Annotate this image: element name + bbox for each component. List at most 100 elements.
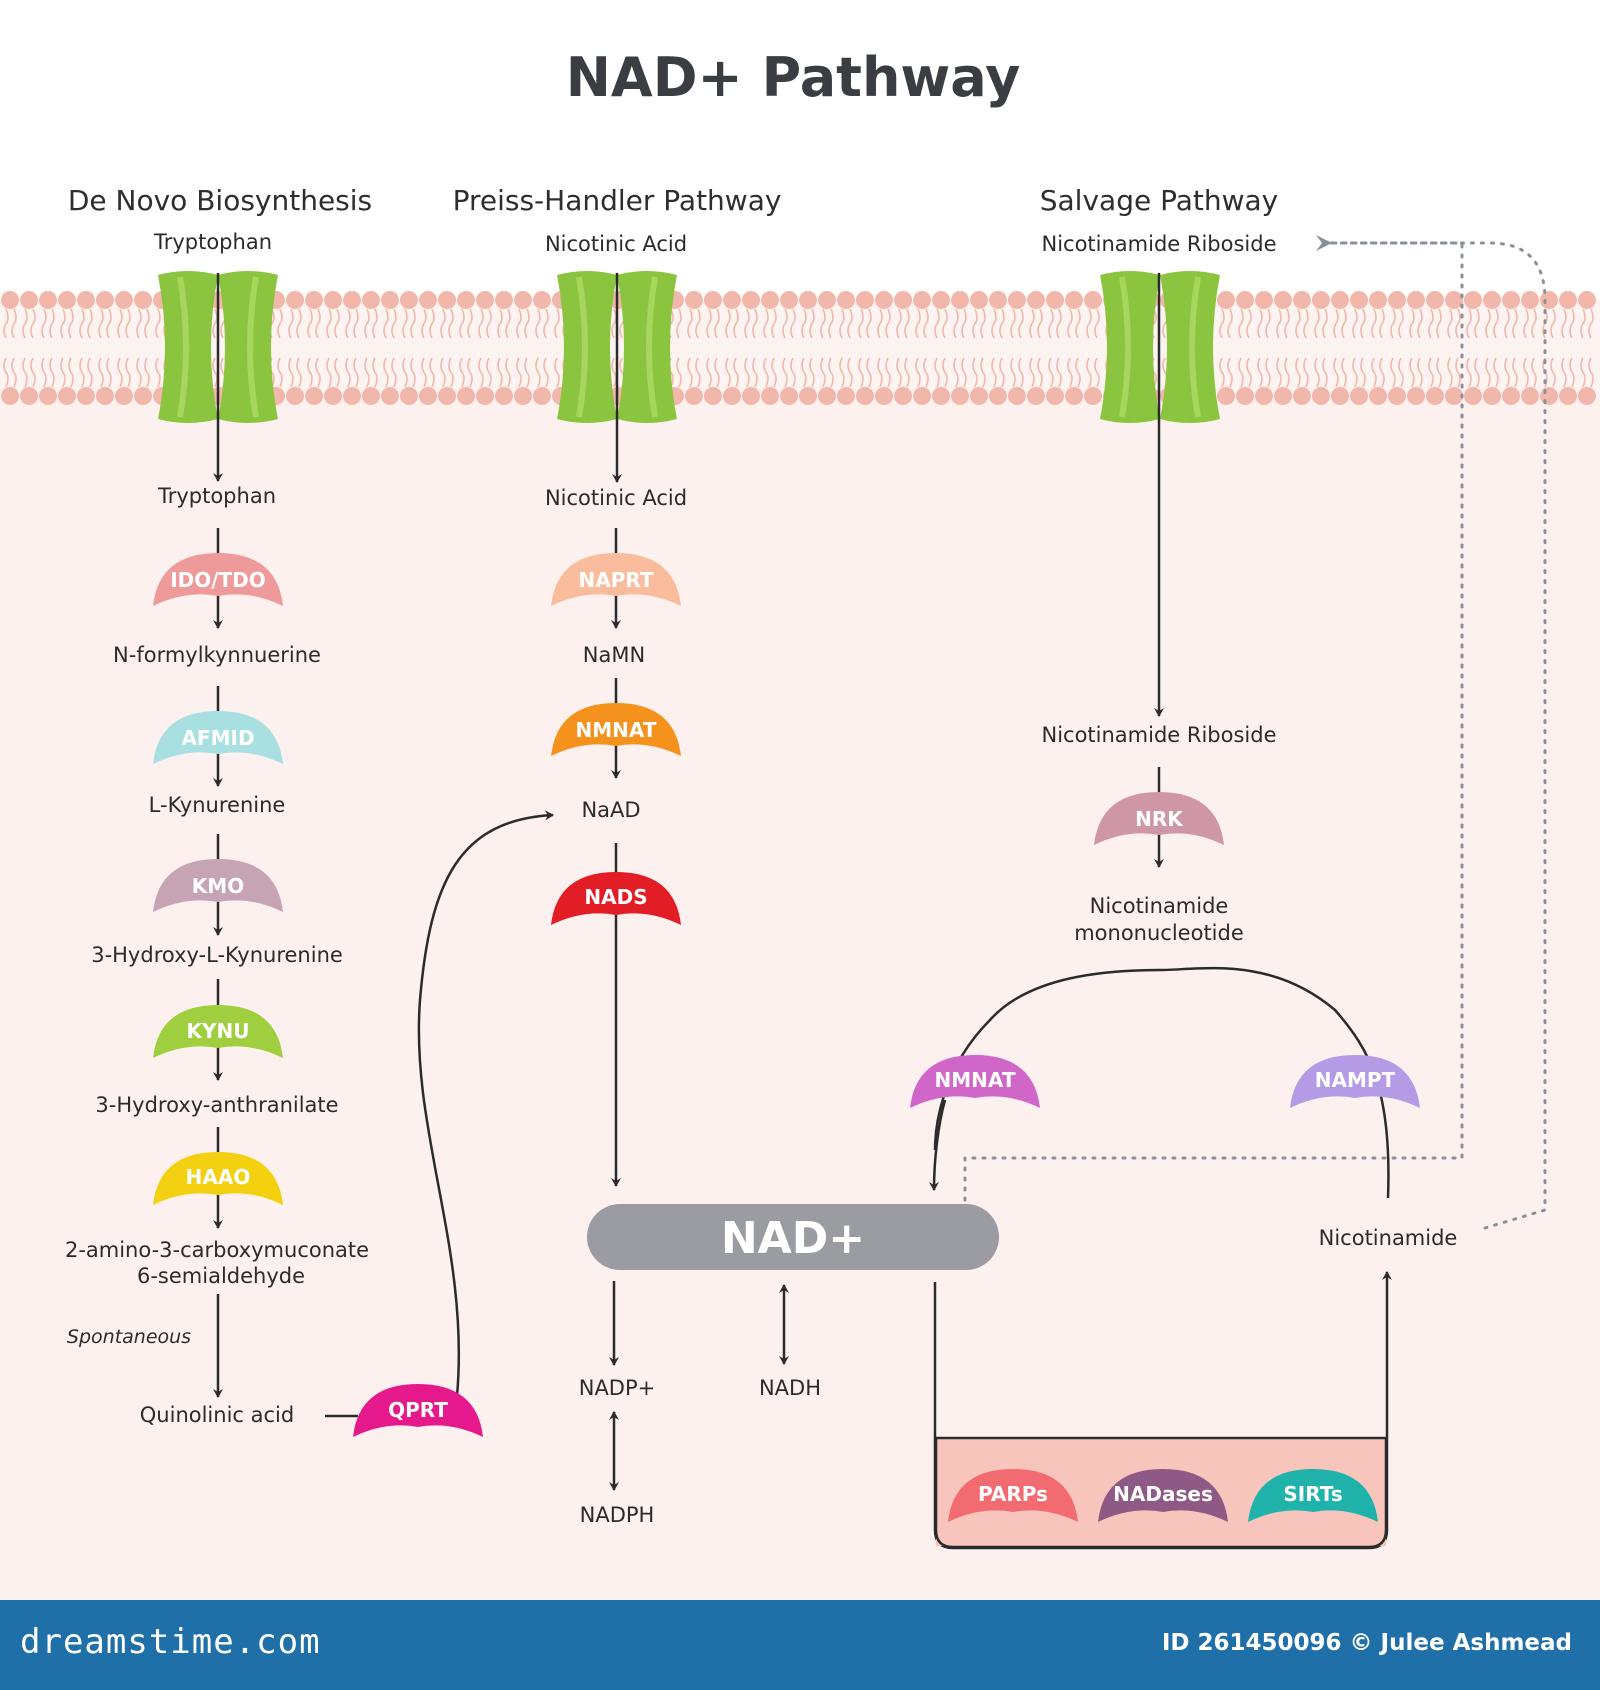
lipid-head (1331, 291, 1349, 309)
lipid-tail (1067, 308, 1073, 339)
lipid-tail (383, 308, 389, 339)
lipid-head (894, 291, 912, 309)
lipid-head (39, 291, 57, 309)
lipid-tail (752, 308, 758, 339)
lipid-tail (782, 357, 788, 388)
lipid-tail (106, 308, 112, 339)
lipid-tail (1466, 357, 1472, 388)
lipid-head (39, 387, 57, 405)
lipid-tail (1010, 357, 1016, 388)
lipid-tail (839, 308, 845, 339)
lipid-tail (334, 308, 340, 339)
lipid-tail (752, 357, 758, 388)
namn-label: NaMN (583, 643, 645, 667)
lipid-tail (1352, 308, 1358, 339)
lipid-tail (402, 308, 408, 339)
lipid-head (704, 291, 722, 309)
lipid-tail (68, 308, 74, 339)
section-title-salvage: Salvage Pathway (1040, 184, 1278, 217)
lipid-head (1293, 387, 1311, 405)
lipid-head (837, 291, 855, 309)
lipid-tail (1466, 308, 1472, 339)
n-formylkynurenine-label: N-formylkynnuerine (113, 643, 321, 667)
lipid-tail (3, 308, 9, 339)
lipid-tail (809, 308, 815, 339)
lipid-tail (22, 308, 28, 339)
lipid-head (1540, 387, 1558, 405)
lipid-tail (1303, 357, 1309, 388)
nicotinamide-label: Nicotinamide (1319, 1226, 1458, 1250)
lipid-head (780, 291, 798, 309)
lipid-tail (505, 308, 511, 339)
lipid-tail (744, 357, 750, 388)
lipid-head (1578, 291, 1596, 309)
lipid-tail (1417, 357, 1423, 388)
lipid-head (970, 291, 988, 309)
enzyme-sirts-shape (1248, 1469, 1378, 1522)
lipid-tail (391, 357, 397, 388)
lipid-head (1084, 387, 1102, 405)
lipid-tail (934, 308, 940, 339)
lipid-tail (1018, 357, 1024, 388)
lipid-tail (524, 308, 530, 339)
lipid-tail (809, 357, 815, 388)
lipid-tail (497, 357, 503, 388)
lipid-head (723, 387, 741, 405)
lipid-head (1464, 291, 1482, 309)
extracellular-background (0, 0, 1600, 300)
lipid-head (1350, 387, 1368, 405)
lipid-head (932, 291, 950, 309)
lipid-head (1255, 291, 1273, 309)
lipid-head (514, 387, 532, 405)
lipid-head (286, 291, 304, 309)
nmn-label-line2: mononucleotide (1074, 921, 1244, 945)
lipid-tail (155, 308, 161, 339)
footer-logo[interactable]: dreamstime.com (20, 1622, 321, 1662)
lipid-tail (961, 357, 967, 388)
lipid-tail (288, 357, 294, 388)
lipid-tail (326, 308, 332, 339)
lipid-tail (98, 308, 104, 339)
lipid-head (989, 291, 1007, 309)
lipid-head (799, 291, 817, 309)
lipid-head (476, 387, 494, 405)
lipid-tail (79, 308, 85, 339)
tryptophan-inside-label: Tryptophan (157, 484, 276, 508)
lipid-tail (1531, 308, 1537, 339)
lipid-head (1065, 291, 1083, 309)
lipid-tail (1086, 308, 1092, 339)
lipid-head (457, 291, 475, 309)
lipid-tail (1314, 308, 1320, 339)
enzyme-naprt-shape (551, 553, 681, 606)
lipid-tail (953, 357, 959, 388)
lipid-tail (1037, 357, 1043, 388)
section-title-preiss-handler: Preiss-Handler Pathway (453, 184, 782, 217)
lipid-tail (820, 308, 826, 339)
lipid-tail (315, 308, 321, 339)
lipid-head (1, 291, 19, 309)
lipid-tail (1485, 308, 1491, 339)
lipid-tail (1219, 357, 1225, 388)
lipid-head (20, 291, 38, 309)
lipid-tail (1474, 308, 1480, 339)
lipid-tail (1265, 357, 1271, 388)
lipid-tail (1504, 308, 1510, 339)
lipid-tail (1371, 308, 1377, 339)
lipid-head (1046, 387, 1064, 405)
lipid-tail (372, 308, 378, 339)
3-hydroxy-anthranilate-label: 3-Hydroxy-anthranilate (95, 1093, 338, 1117)
lipid-tail (790, 357, 796, 388)
lipid-head (856, 291, 874, 309)
lipid-tail (1341, 308, 1347, 339)
lipid-tail (3, 357, 9, 388)
lipid-tail (801, 357, 807, 388)
lipid-tail (1075, 308, 1081, 339)
lipid-head (875, 291, 893, 309)
lipid-tail (611, 357, 617, 388)
lipid-head (324, 291, 342, 309)
de-novo-step-1: IDO/TDO N-formylkynnuerine (113, 528, 321, 667)
lipid-tail (79, 357, 85, 388)
lipid-head (495, 291, 513, 309)
lipid-head (913, 291, 931, 309)
lipid-tail (1588, 357, 1594, 388)
